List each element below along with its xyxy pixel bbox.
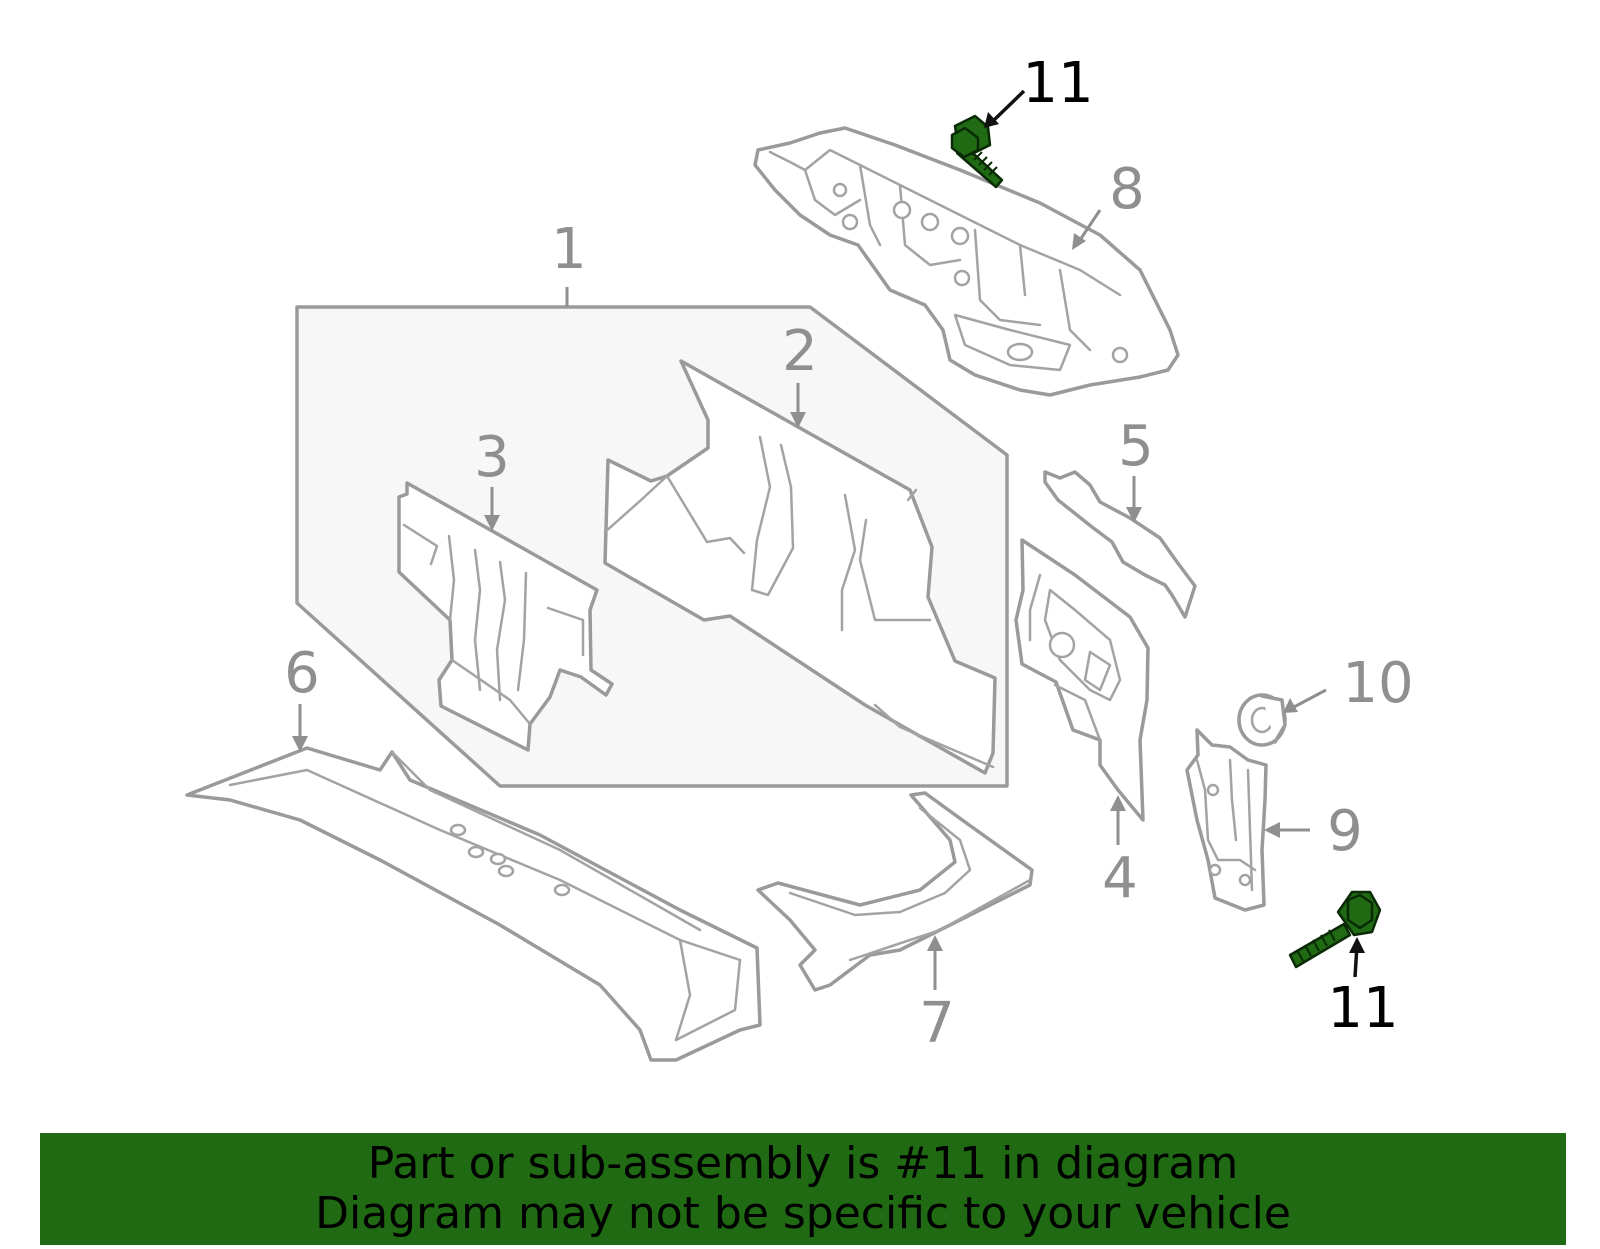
part-5-strip	[1043, 470, 1197, 619]
callout-9: 9	[1327, 799, 1363, 864]
part-7-reinforcement	[756, 791, 1034, 992]
banner-line-2: Diagram may not be specific to your vehi…	[315, 1188, 1291, 1239]
part-6-cowl-panel	[185, 746, 762, 1062]
part-3-bracket	[397, 481, 614, 752]
part-11-bolt-top	[950, 114, 1004, 189]
callout-10: 10	[1342, 651, 1413, 716]
callout-7: 7	[919, 991, 955, 1056]
callout-6: 6	[284, 641, 320, 706]
part-8-dash-panel	[753, 126, 1180, 397]
part-2-panel	[603, 359, 997, 775]
callout-5: 5	[1118, 414, 1154, 479]
part-9-bracket	[1185, 728, 1268, 912]
part-4-side-bracket	[1014, 538, 1150, 822]
callout-1: 1	[551, 217, 587, 282]
callout-2: 2	[782, 319, 818, 384]
info-banner: Part or sub-assembly is #11 in diagram D…	[40, 1133, 1566, 1245]
part-10-clip	[1237, 693, 1287, 747]
callout-11-bottom: 11	[1327, 976, 1398, 1041]
callout-3: 3	[474, 425, 510, 490]
banner-line-1: Part or sub-assembly is #11 in diagram	[367, 1138, 1239, 1189]
callout-4: 4	[1102, 846, 1138, 911]
part-11-bolt-bottom	[1288, 890, 1382, 969]
callout-11-top: 11	[1022, 51, 1093, 116]
callout-8: 8	[1109, 157, 1145, 222]
